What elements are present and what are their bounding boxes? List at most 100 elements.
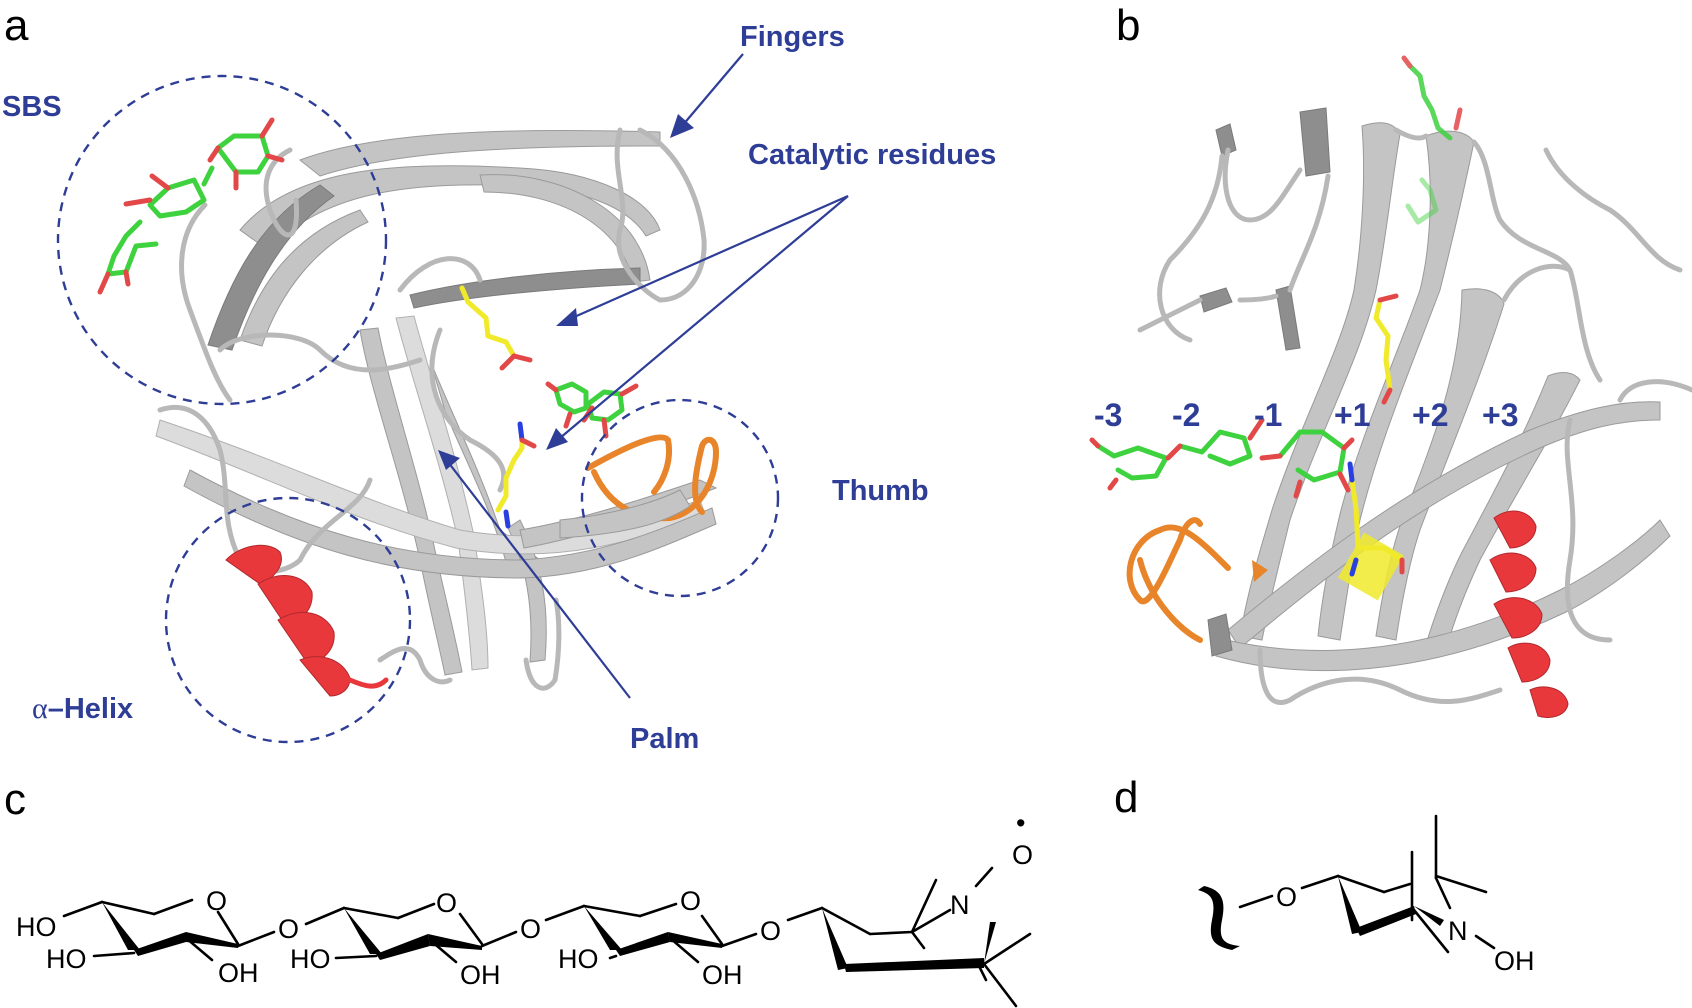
beta-strand (1207, 613, 1233, 657)
fingers-arrow (670, 53, 744, 138)
loop (179, 202, 233, 403)
atom-label: N (950, 890, 970, 920)
subsite-label: -3 (1094, 397, 1122, 433)
panel-d: d O N OH (1114, 773, 1535, 976)
atom-label: HO (558, 944, 599, 974)
beta-strand (1275, 285, 1301, 351)
helix-text: –Helix (48, 693, 133, 725)
loop (1564, 417, 1613, 643)
atom-label: O (760, 916, 781, 946)
panel-a: a (2, 1, 996, 755)
label-palm: Palm (630, 723, 699, 755)
loop (263, 147, 300, 238)
label-thumb: Thumb (832, 475, 929, 507)
loop (1222, 147, 1303, 223)
top-sugar (1401, 55, 1463, 225)
loop (1617, 379, 1692, 403)
atom-label: OH (218, 958, 259, 988)
loop (1237, 293, 1279, 303)
thumb-loop (559, 434, 720, 539)
loop (614, 127, 663, 303)
atom-label: O (1012, 840, 1033, 870)
alpha-helix (225, 544, 389, 697)
catalytic-arrow-1 (556, 194, 849, 326)
beta-strand (1199, 287, 1233, 313)
subsite-labels: -3 -2 -1 +1 +2 +3 (1094, 397, 1518, 433)
catalytic-residue-asn (495, 421, 537, 529)
loop (217, 332, 423, 373)
beta-strand (395, 315, 489, 671)
beta-strand (1375, 288, 1505, 641)
atom-label: HO (16, 912, 57, 942)
beta-strand (359, 327, 463, 676)
loop (297, 477, 373, 563)
atom-label: O (278, 914, 299, 944)
loop (397, 256, 483, 293)
beta-strand (1299, 107, 1331, 177)
atom-label: N (1448, 916, 1468, 946)
catalytic-residue-b-lower (1337, 461, 1405, 601)
beta-strand (207, 184, 335, 351)
atom-label: O (206, 886, 227, 916)
loop (1157, 153, 1225, 343)
subsite-label: +2 (1412, 397, 1448, 433)
catalytic-residue-glu (459, 285, 533, 371)
chemical-structure-c: HO HO O OH O O HO (16, 808, 1033, 1008)
label-alpha-helix: α–Helix (32, 692, 133, 725)
beta-strand (1215, 123, 1237, 157)
atom-label: HO (46, 944, 87, 974)
atom-label: O (520, 914, 541, 944)
loop (1471, 139, 1573, 273)
loop (1287, 173, 1331, 293)
loop (637, 127, 707, 303)
loop (523, 597, 562, 691)
palm-arrow (438, 450, 631, 699)
wavy-bond-icon (1198, 886, 1240, 950)
beta-strand (299, 129, 661, 177)
radical-dot: • (1016, 808, 1025, 838)
atom-label: OH (702, 960, 743, 990)
panel-label-a: a (4, 1, 29, 50)
beta-strand (559, 489, 691, 539)
loop (1137, 297, 1203, 333)
atom-label: HO (290, 944, 331, 974)
protein-cartoon-a (155, 127, 718, 691)
subsite-ligand (1089, 417, 1355, 499)
label-fingers: Fingers (740, 21, 845, 53)
orange-loop-b (1126, 517, 1268, 643)
chemical-structure-d: O N OH (1198, 814, 1535, 976)
label-catalytic-residues: Catalytic residues (748, 139, 996, 171)
subsite-label: -1 (1254, 397, 1282, 433)
panel-c: c HO HO O OH O O HO (4, 775, 1033, 1008)
beta-strand (183, 469, 717, 579)
subsite-label: +1 (1334, 397, 1370, 433)
panel-label-b: b (1116, 1, 1140, 50)
loop (377, 646, 453, 685)
atom-label: OH (460, 960, 501, 990)
catalytic-residue-b-upper (1373, 293, 1399, 405)
loop (1393, 127, 1429, 141)
sbs-circle (56, 74, 388, 406)
panel-b: b (1089, 1, 1692, 718)
helix-circle (164, 496, 412, 744)
atom-label: OH (1494, 946, 1535, 976)
atom-label: O (1276, 882, 1297, 912)
atom-label: O (436, 888, 457, 918)
subsite-label: -2 (1172, 397, 1200, 433)
panel-label-d: d (1114, 773, 1138, 822)
atom-label: O (680, 886, 701, 916)
subsite-label: +3 (1482, 397, 1518, 433)
catalytic-arrow-2 (546, 195, 849, 450)
loop (1543, 147, 1683, 273)
beta-strand (155, 419, 706, 555)
loop (1257, 647, 1503, 705)
panel-label-c: c (4, 775, 26, 824)
loop (1501, 263, 1603, 383)
loop (429, 327, 507, 493)
label-sbs: SBS (2, 91, 62, 123)
beta-strand (1209, 519, 1671, 671)
thumb-circle (580, 398, 780, 598)
alpha-helix-b (1489, 510, 1569, 718)
beta-strand (239, 209, 369, 347)
